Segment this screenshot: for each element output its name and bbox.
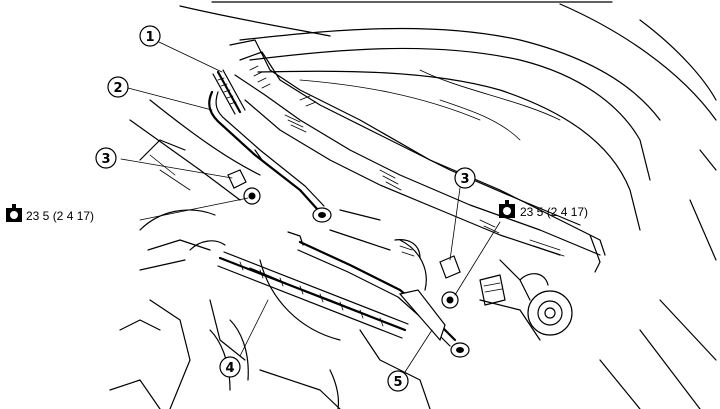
callout-3-right-number: 3 (460, 172, 469, 187)
part-4-wiper-blade (217, 251, 409, 339)
callout-2: 2 (107, 76, 129, 98)
callout-5: 5 (387, 370, 409, 392)
windshield-structure (109, 1, 717, 409)
callout-3-left: 3 (95, 147, 117, 169)
callout-1: 1 (139, 25, 161, 47)
callout-4: 4 (219, 356, 241, 378)
nut-left (243, 187, 261, 205)
callout-3-left-number: 3 (101, 152, 110, 167)
callout-1-number: 1 (145, 30, 154, 45)
callout-5-number: 5 (393, 375, 402, 390)
torque-spec-right: 23 5 (2 4 17) (499, 200, 588, 219)
torque-wrench-icon (499, 200, 515, 218)
part-1-wiper-blade (212, 69, 246, 115)
callout-3-right: 3 (454, 167, 476, 189)
torque-spec-right-text: 23 5 (2 4 17) (520, 205, 588, 219)
callout-4-number: 4 (225, 361, 234, 376)
part-2-wiper-arm (208, 90, 332, 223)
torque-wrench-icon (6, 204, 22, 222)
nut-right (441, 291, 459, 309)
torque-spec-left-text: 23 5 (2 4 17) (26, 209, 94, 223)
part-5-wiper-arm (287, 231, 470, 358)
leader-lines (120, 41, 501, 373)
part-3-cap-left (227, 169, 247, 189)
part-3-cap-right (439, 255, 461, 279)
torque-spec-left: 23 5 (2 4 17) (6, 204, 94, 223)
callout-2-number: 2 (113, 81, 122, 96)
